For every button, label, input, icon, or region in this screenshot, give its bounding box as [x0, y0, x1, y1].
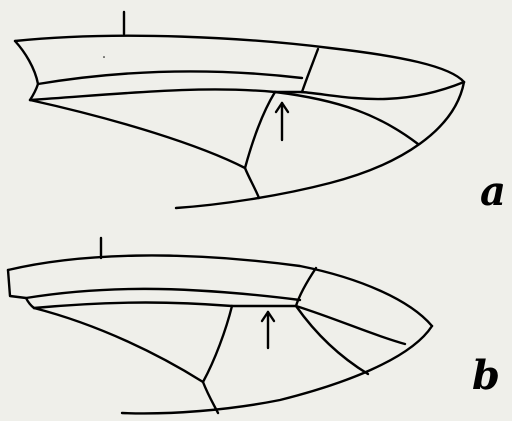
wing-b-vein-5 — [34, 308, 203, 382]
wing-a-vein-2 — [30, 89, 275, 100]
wing-b — [8, 238, 432, 413]
wing-a — [15, 12, 464, 208]
wing-b-vein-2 — [34, 303, 232, 309]
wing-a-crossvein-lower — [245, 92, 275, 198]
wing-b-crossvein-lower — [203, 306, 232, 413]
panel-label-a: a — [480, 172, 506, 212]
wing-b-vein-3 — [296, 306, 405, 344]
wing-b-vein-4 — [296, 306, 368, 374]
wing-b-vein-1 — [26, 289, 300, 300]
wing-a-trailing-edge — [176, 82, 464, 208]
wing-a-leading-edge — [15, 36, 464, 82]
wing-b-arrow — [262, 312, 274, 348]
wing-b-base — [8, 270, 34, 308]
wing-a-arrow — [276, 103, 288, 140]
wing-a-vein-1 — [38, 71, 302, 84]
wing-a-crossvein-upper — [302, 49, 318, 92]
wing-b-crossvein-upper — [296, 268, 316, 306]
wing-a-spot — [103, 56, 105, 58]
panel-label-b: b — [472, 356, 500, 396]
wing-a-vein-4 — [275, 92, 418, 144]
wing-a-vein-5 — [30, 100, 245, 168]
wing-a-vein-3 — [302, 82, 464, 99]
wing-a-base — [15, 41, 38, 100]
